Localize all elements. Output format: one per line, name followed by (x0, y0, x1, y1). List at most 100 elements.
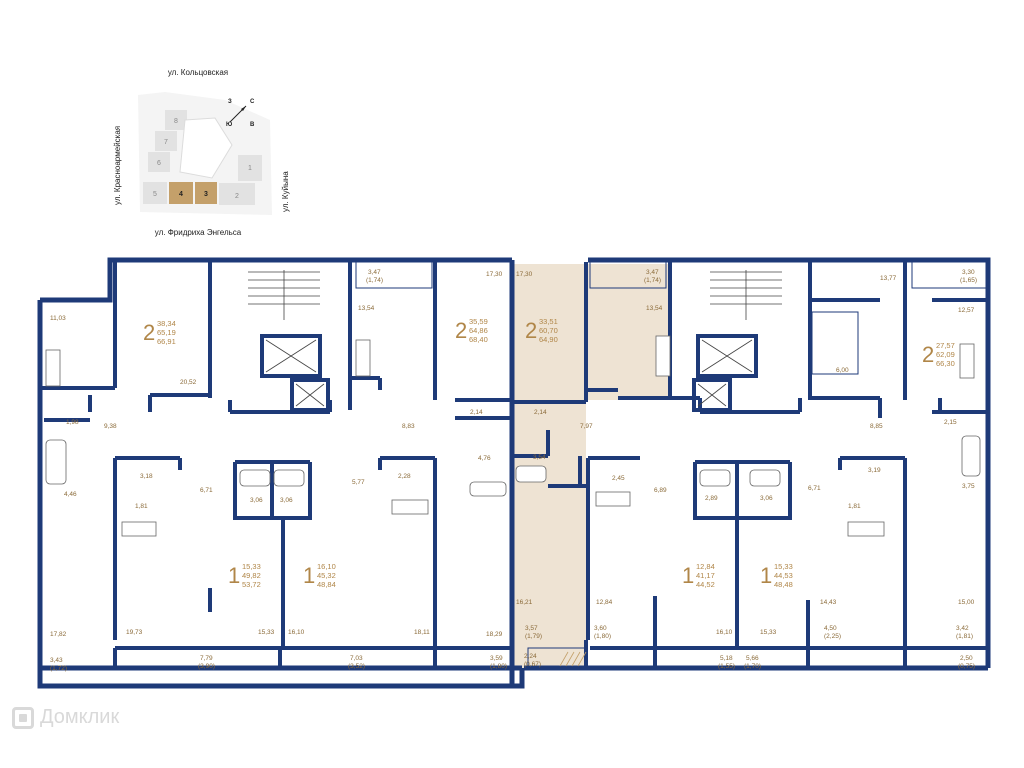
apartment-area: 16,10 (317, 562, 336, 571)
partitions (42, 262, 986, 668)
section-6 (148, 152, 170, 172)
room-count: 1 (760, 563, 772, 588)
svg-text:В: В (250, 122, 255, 128)
room-area-label: 7,79 (200, 655, 213, 662)
bathtub-icon (273, 469, 305, 487)
room-area-label: 2,89 (705, 495, 718, 502)
elevator-icon (265, 339, 753, 407)
room-area-label: 16,10 (288, 629, 305, 636)
section-label-8: 8 (174, 118, 178, 125)
room-area-label: 20,52 (180, 379, 197, 386)
bathtub-icon (961, 435, 981, 477)
room-area-label: 12,57 (958, 307, 975, 314)
section-8 (165, 110, 187, 130)
room-area-label: 13,54 (358, 305, 375, 312)
room-area-label: 14,43 (820, 599, 837, 606)
room-area-label: 3,19 (868, 467, 881, 474)
section-2 (219, 183, 255, 205)
room-area-label: 2,15 (944, 419, 957, 426)
room-area-label: (1,72) (50, 665, 67, 672)
room-area-label: 7,97 (580, 423, 593, 430)
room-area-label: 13,77 (880, 275, 897, 282)
room-count: 2 (525, 318, 537, 343)
apartment-area: 44,53 (774, 571, 793, 580)
room-area-label: (1,70) (744, 663, 761, 670)
section-3 (195, 182, 217, 204)
room-count: 2 (143, 320, 155, 345)
room-area-label: 6,00 (836, 367, 849, 374)
bathtub-icon (239, 469, 271, 487)
kitchen-icon (595, 491, 631, 507)
apartment-area: 35,59 (469, 317, 488, 326)
room-count: 1 (303, 563, 315, 588)
apartment-area: 48,84 (317, 580, 336, 589)
apartment-area: 15,33 (774, 562, 793, 571)
room-area-label: 3,06 (250, 497, 263, 504)
room-area-label: 13,54 (646, 305, 663, 312)
room-area-label: 16,10 (716, 629, 733, 636)
apartment-area: 15,33 (242, 562, 261, 571)
apartment-area: 66,91 (157, 337, 176, 346)
room-area-labels: 11,0320,529,381,984,4617,823,43(1,72)3,4… (50, 269, 977, 672)
kitchen-icon (655, 335, 671, 377)
bathtub-icon (699, 469, 731, 487)
room-area-label: 2,24 (524, 653, 537, 660)
room-area-label: (1,81) (956, 633, 973, 640)
room-area-label: (1,65) (960, 277, 977, 284)
room-area-label: 3,75 (962, 483, 975, 490)
room-area-label: (1,55) (718, 663, 735, 670)
room-area-label: 5,66 (746, 655, 759, 662)
key-plan: ул. Кольцовская ул. Красноармейская ул. … (113, 68, 290, 237)
apartment-area: 49,82 (242, 571, 261, 580)
room-area-label: 17,82 (50, 631, 67, 638)
room-area-label: (1,80) (490, 663, 507, 670)
room-area-label: 18,11 (414, 629, 430, 636)
room-area-label: 2,14 (470, 409, 483, 416)
room-area-label: (0,75) (958, 663, 975, 670)
section-label-6: 6 (157, 160, 161, 167)
section-7 (155, 131, 177, 151)
room-area-label: 3,43 (50, 657, 63, 664)
room-area-label: 8,83 (402, 423, 415, 430)
room-area-label: 2,28 (398, 473, 411, 480)
room-area-label: 1,98 (66, 419, 79, 426)
room-area-label: 17,30 (486, 271, 503, 278)
room-area-label: 4,76 (478, 455, 491, 462)
domclick-logo-icon (12, 706, 34, 729)
apartment-area: 68,40 (469, 335, 488, 344)
apartment-area: 41,17 (696, 571, 715, 580)
room-area-label: 12,84 (596, 599, 613, 606)
room-area-label: 5,18 (720, 655, 733, 662)
svg-text:Ю: Ю (226, 122, 232, 128)
room-count: 2 (922, 342, 934, 367)
room-area-label: 18,29 (486, 631, 503, 638)
room-area-label: 17,30 (516, 271, 533, 278)
room-area-label: 3,06 (760, 495, 773, 502)
bathtub-icon (469, 481, 507, 497)
room-area-label: 6,89 (654, 487, 667, 494)
room-count: 1 (682, 563, 694, 588)
section-label-7: 7 (164, 139, 168, 146)
room-area-label: 19,73 (126, 629, 143, 636)
street-north: ул. Кольцовская (168, 68, 228, 77)
svg-text:С: С (250, 99, 255, 105)
stair-icon (248, 270, 782, 320)
kitchen-icon (121, 521, 157, 537)
room-area-label: (3,52) (348, 663, 365, 670)
room-area-label: 3,60 (594, 625, 607, 632)
section-label-4: 4 (179, 191, 183, 198)
apartment-area: 38,34 (157, 319, 176, 328)
room-area-label: 2,45 (612, 475, 625, 482)
room-area-label: 1,81 (848, 503, 861, 510)
room-area-label: 3,54 (533, 454, 546, 461)
apartment-area: 64,86 (469, 326, 488, 335)
balconies (355, 261, 987, 667)
section-label-2: 2 (235, 193, 239, 200)
apartment-area: 44,52 (696, 580, 715, 589)
section-5 (143, 182, 167, 204)
apartment-area: 62,09 (936, 350, 955, 359)
